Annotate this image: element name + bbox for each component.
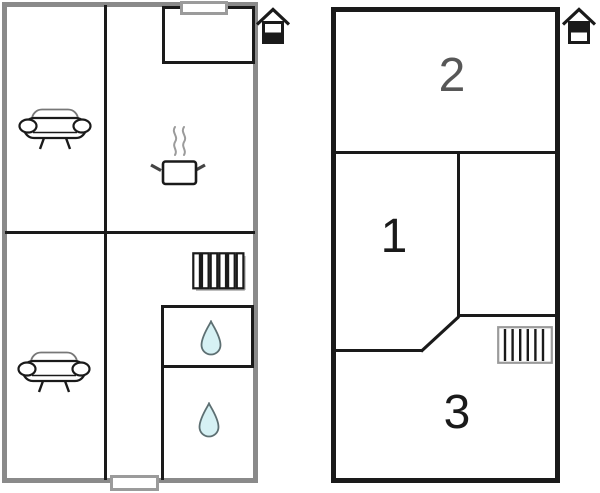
sofa-icon [17, 351, 91, 393]
left-plan-vertical-wall [104, 5, 107, 480]
right-plan-wall-diagonal [419, 315, 461, 353]
steaming-pot-icon [150, 126, 206, 186]
house-upper-floor-icon [562, 7, 596, 44]
water-drop-icon [200, 320, 222, 356]
room-label-2: 2 [438, 49, 466, 102]
window-marker-top [180, 1, 228, 15]
sofa-icon [18, 108, 92, 150]
radiator-icon [497, 326, 553, 364]
door-marker-bottom [110, 475, 159, 491]
right-plan-wall-room3 [336, 349, 423, 352]
left-plan-bathroom-wall [161, 366, 164, 480]
room-label-1: 1 [380, 210, 408, 263]
radiator-icon [192, 252, 246, 291]
water-drop-icon [198, 402, 220, 438]
house-ground-floor-icon [256, 7, 290, 44]
right-plan-wall-right [457, 314, 555, 317]
room-label-3: 3 [443, 386, 471, 439]
right-plan-outer-wall [331, 7, 560, 483]
right-plan-wall-vertical [457, 152, 460, 317]
left-plan-middle-wall [5, 231, 255, 234]
right-plan-wall-room2 [336, 151, 555, 154]
